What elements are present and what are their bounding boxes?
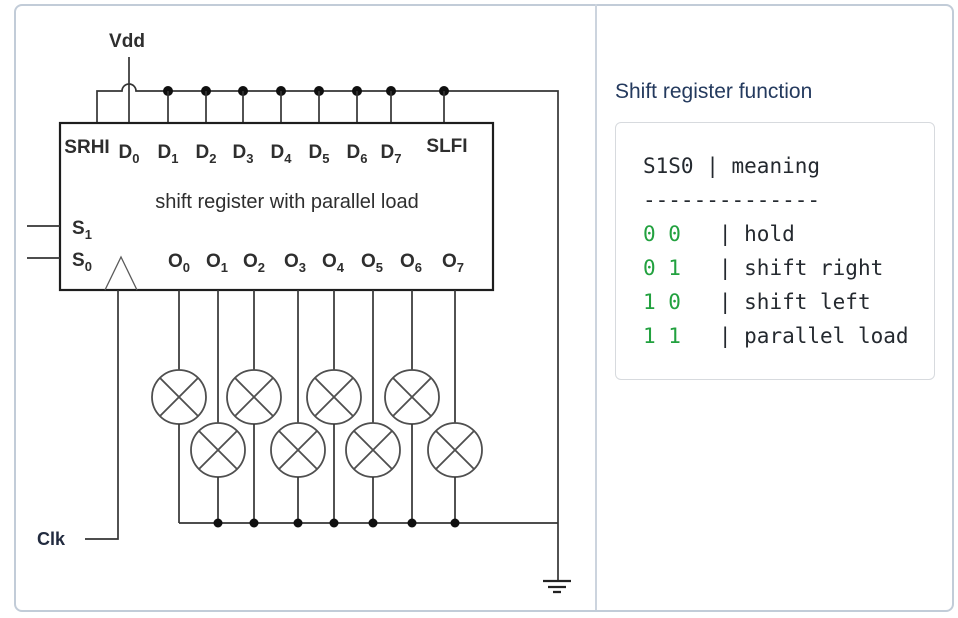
junction-dot xyxy=(368,518,378,528)
lamp-icon xyxy=(270,422,326,478)
row-bits: 1 0 xyxy=(643,290,681,314)
row-bits: 0 0 xyxy=(643,222,681,246)
pin-label-o1: O1 xyxy=(206,251,228,275)
function-table-card: S1S0 | meaning -------------- 0 0 | hold… xyxy=(615,122,935,380)
pin-label-d2: D2 xyxy=(196,142,217,166)
register-box-title: shift register with parallel load xyxy=(155,191,418,213)
pin-label-srhi: SRHI xyxy=(64,137,109,158)
row-bits: 0 1 xyxy=(643,256,681,280)
lamp-icon xyxy=(345,422,401,478)
table-header-separator: | xyxy=(693,154,732,178)
top-pin-wires xyxy=(167,91,445,123)
table-row: 1 0 | shift left xyxy=(643,285,934,319)
pin-label-o6: O6 xyxy=(400,251,422,275)
row-bits: 1 1 xyxy=(643,324,681,348)
row-separator: | xyxy=(680,256,745,280)
pin-label-slfi: SLFI xyxy=(426,136,467,157)
junction-dot xyxy=(329,518,339,528)
row-separator: | xyxy=(680,324,745,348)
power-label: Vdd xyxy=(109,31,145,52)
pin-label-o7: O7 xyxy=(442,251,464,275)
pin-label-s1: S1 xyxy=(72,218,92,242)
output-column-o0 xyxy=(151,290,207,523)
table-row: 0 0 | hold xyxy=(643,217,934,251)
output-column-o5 xyxy=(345,290,401,523)
junction-dot xyxy=(293,518,303,528)
output-column-o3 xyxy=(270,290,326,523)
pin-label-s0: S0 xyxy=(72,250,92,274)
lamp-icon xyxy=(427,422,483,478)
pin-label-d4: D4 xyxy=(271,142,293,166)
table-divider-row: -------------- xyxy=(643,188,821,212)
table-header-label: meaning xyxy=(731,154,821,178)
lamp-icon xyxy=(226,369,282,425)
junction-dot xyxy=(249,518,259,528)
clock-label: Clk xyxy=(37,529,66,549)
lamp-icon xyxy=(151,369,207,425)
bottom-bus-junction-dots xyxy=(213,518,460,528)
lamp-icon xyxy=(306,369,362,425)
clock-wire xyxy=(85,290,119,540)
junction-dot xyxy=(407,518,417,528)
table-header-cols: S1S0 xyxy=(643,154,694,178)
output-column-o1 xyxy=(190,290,246,523)
row-separator: | xyxy=(680,290,745,314)
table-row: 0 1 | shift right xyxy=(643,251,934,285)
panel-title: Shift register function xyxy=(615,80,813,103)
lamp-icon xyxy=(190,422,246,478)
table-header-row: S1S0 | meaning xyxy=(643,149,934,183)
output-column-o6 xyxy=(384,290,440,523)
output-column-o2 xyxy=(226,290,282,523)
top-bus xyxy=(96,83,559,581)
row-meaning: parallel load xyxy=(744,324,909,348)
pin-label-o3: O3 xyxy=(284,251,306,275)
pin-label-d6: D6 xyxy=(347,142,368,166)
junction-dot xyxy=(450,518,460,528)
clock-edge-triangle-icon xyxy=(104,255,138,291)
pin-label-d7: D7 xyxy=(381,142,402,166)
row-meaning: shift right xyxy=(744,256,884,280)
pin-label-o0: O0 xyxy=(168,251,190,275)
output-column-o4 xyxy=(306,290,362,523)
pin-label-d3: D3 xyxy=(233,142,254,166)
table-row: 1 1 | parallel load xyxy=(643,319,934,353)
pin-label-d1: D1 xyxy=(158,142,179,166)
pin-label-d0: D0 xyxy=(119,142,140,166)
pin-label-o4: O4 xyxy=(322,251,345,275)
pin-label-d5: D5 xyxy=(309,142,330,166)
ground-icon xyxy=(543,579,571,594)
row-meaning: hold xyxy=(744,222,795,246)
pin-label-o5: O5 xyxy=(361,251,383,275)
output-column-o7 xyxy=(427,290,483,523)
row-meaning: shift left xyxy=(744,290,871,314)
shift-register-box xyxy=(58,121,495,292)
panel-divider xyxy=(595,4,597,610)
row-separator: | xyxy=(680,222,745,246)
junction-dot xyxy=(213,518,223,528)
pin-label-o2: O2 xyxy=(243,251,265,275)
lamp-icon xyxy=(384,369,440,425)
